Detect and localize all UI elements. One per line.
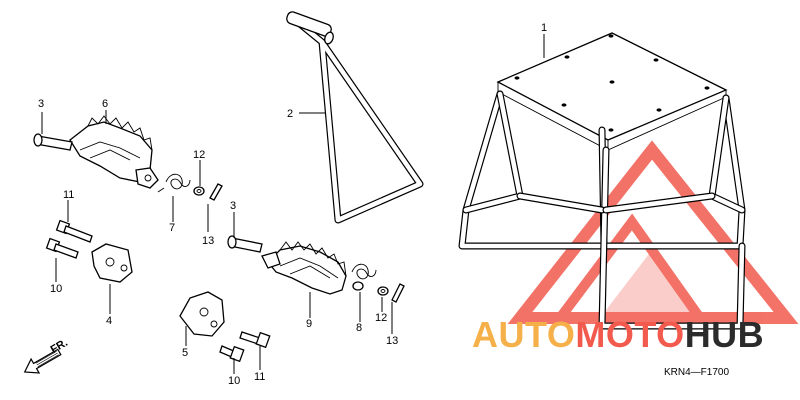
watermark-text: AUTOMOTOHUB xyxy=(472,314,764,355)
watermark-part-auto: AUTO xyxy=(472,314,575,355)
stand-box xyxy=(458,32,746,330)
bolt-left-upper xyxy=(55,219,93,243)
callout-5: 5 xyxy=(182,347,188,359)
step-right xyxy=(261,241,347,295)
callout-12: 12 xyxy=(193,149,205,161)
step-left xyxy=(69,115,159,189)
callout-10: 10 xyxy=(228,375,240,387)
callout-11: 11 xyxy=(254,371,265,383)
spring-upper xyxy=(157,173,191,193)
bolt-left-lower xyxy=(45,237,79,259)
callout-1: 1 xyxy=(541,22,547,34)
watermark-part-moto: MOTO xyxy=(575,314,684,355)
callout-4: 4 xyxy=(106,315,112,327)
bolt-right-upper xyxy=(239,331,271,349)
bolt-right-lower xyxy=(219,345,245,363)
triangle-stand xyxy=(286,11,424,224)
watermark-part-hub: HUB xyxy=(685,314,765,355)
callout-8: 8 xyxy=(356,322,362,334)
watermark-logo xyxy=(507,140,799,324)
arrow-icon xyxy=(23,348,62,374)
callout-11: 11 xyxy=(63,189,74,201)
leader-lines xyxy=(41,34,545,374)
callout-3: 3 xyxy=(38,98,44,110)
bracket-right xyxy=(179,291,225,337)
callout-12: 12 xyxy=(375,312,387,324)
callout-6: 6 xyxy=(102,98,108,110)
front-direction-arrow: FR. xyxy=(23,337,70,374)
pin-lower xyxy=(227,235,263,253)
callout-2: 2 xyxy=(287,108,293,120)
spring-lower xyxy=(351,263,377,291)
callouts: 1 2 3 6 12 7 13 3 11 10 4 9 8 12 13 5 10… xyxy=(38,22,547,387)
washer-lower xyxy=(377,286,389,296)
callout-3: 3 xyxy=(230,200,236,212)
callout-13: 13 xyxy=(202,235,214,247)
callout-10: 10 xyxy=(50,283,62,295)
callout-13: 13 xyxy=(386,335,398,347)
bracket-left xyxy=(91,243,133,283)
watermark-triangle-icon xyxy=(507,140,799,324)
cotter-pin-upper xyxy=(209,183,223,201)
diagram-code: KRN4—F1700 xyxy=(664,367,729,378)
callout-7: 7 xyxy=(169,222,175,234)
washer-upper xyxy=(193,186,205,196)
direction-label: FR. xyxy=(49,337,70,356)
cotter-pin-lower xyxy=(391,283,405,303)
callout-9: 9 xyxy=(306,318,312,330)
pin-upper xyxy=(33,133,73,151)
